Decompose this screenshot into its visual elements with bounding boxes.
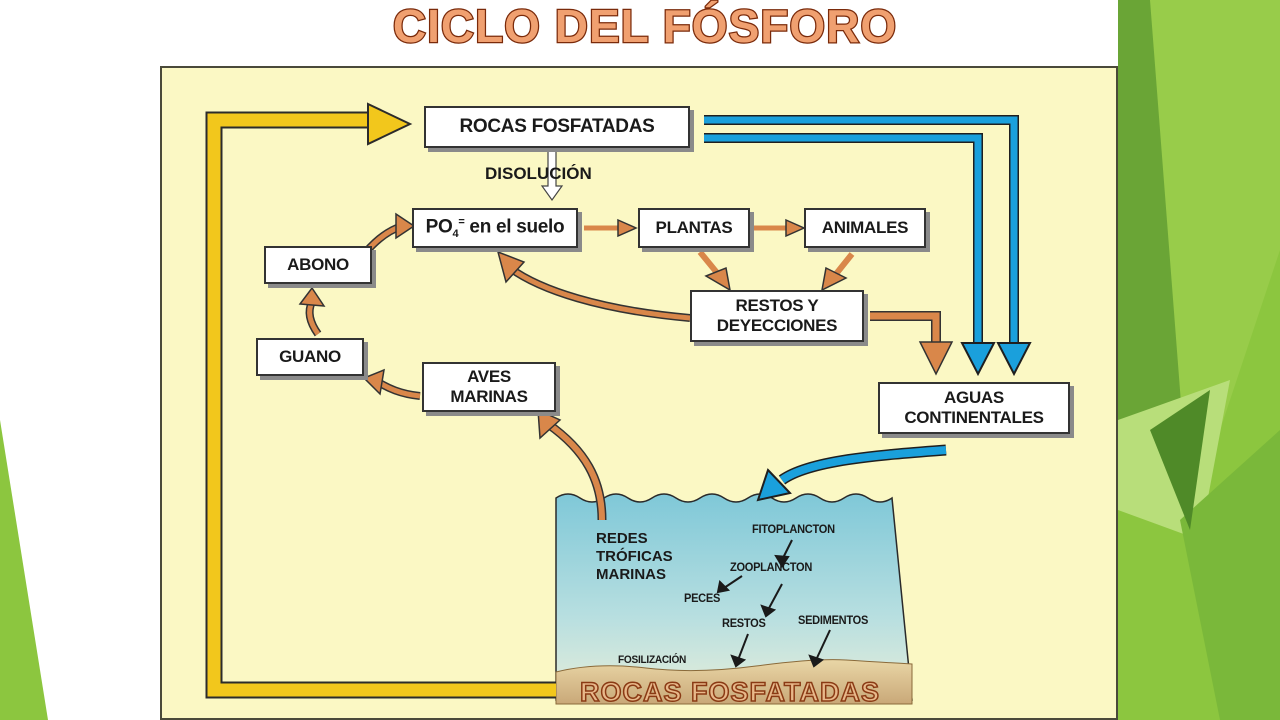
box-label: ANIMALES: [821, 218, 909, 237]
sea-food-web-arrows: [716, 539, 831, 668]
disolucion-arrow: [540, 149, 564, 202]
po4-label: PO4= en el suelo: [425, 215, 565, 241]
box-label: ROCAS FOSFATADAS: [459, 116, 655, 137]
restos-label: RESTOS: [722, 616, 766, 630]
box-aguas-continentales: AGUAS CONTINENTALES: [878, 382, 1070, 434]
blue-curve-arrowhead: [756, 468, 792, 502]
title-text: CICLO DEL FÓSFORO: [393, 0, 897, 52]
box-aves-marinas: AVES MARINAS: [422, 362, 556, 412]
orange-arrows: [298, 212, 954, 521]
seafloor-rocks: [555, 659, 913, 705]
right-green-shape-deep: [1150, 390, 1210, 530]
box-label-line1: AGUAS: [944, 388, 1004, 407]
box-rocas-fosfatadas-top: ROCAS FOSFATADAS: [424, 106, 690, 148]
blue-arrowhead-outer: [996, 342, 1032, 377]
box-abono: ABONO: [264, 246, 372, 284]
redes-line2: TRÓFICAS: [596, 548, 673, 565]
redes-line1: REDES: [596, 530, 648, 547]
box-po4-en-el-suelo: PO4= en el suelo: [412, 208, 578, 248]
box-label-line1: AVES: [467, 367, 511, 386]
sea: [555, 493, 913, 701]
peces-label: PECES: [684, 591, 721, 605]
box-label: ABONO: [287, 255, 349, 274]
blue-arrowhead-inner: [960, 342, 996, 377]
box-label: PLANTAS: [655, 218, 733, 237]
box-label-line2: MARINAS: [450, 387, 528, 406]
fitoplancton-label: FITOPLANCTON: [752, 522, 835, 536]
box-plantas: PLANTAS: [638, 208, 750, 248]
redes-troficas-marinas-label: REDES TRÓFICAS MARINAS: [596, 530, 673, 584]
box-restos-y-deyecciones: RESTOS Y DEYECCIONES: [690, 290, 864, 342]
box-label-line1: RESTOS Y: [735, 296, 819, 315]
redes-line3: MARINAS: [596, 566, 666, 583]
box-label-line2: CONTINENTALES: [904, 408, 1044, 427]
zooplancton-label: ZOOPLANCTON: [730, 560, 813, 574]
box-guano: GUANO: [256, 338, 364, 376]
disolucion-label: DISOLUCIÓN: [485, 164, 592, 183]
box-label: GUANO: [279, 347, 341, 366]
rocas-fosfatadas-bottom-label: ROCAS FOSFATADAS: [579, 676, 880, 708]
sedimentos-label: SEDIMENTOS: [798, 613, 869, 627]
right-green-shape-mid: [1180, 430, 1280, 720]
box-animales: ANIMALES: [804, 208, 926, 248]
right-green-shape-light: [1150, 0, 1280, 520]
fosilizacion-label: FOSILIZACIÓN: [618, 654, 687, 666]
left-green-shape: [0, 420, 48, 720]
box-label-line2: DEYECCIONES: [716, 316, 838, 335]
yellow-arrowhead: [367, 102, 413, 146]
page-title: CICLO DEL FÓSFORO: [392, 0, 898, 53]
